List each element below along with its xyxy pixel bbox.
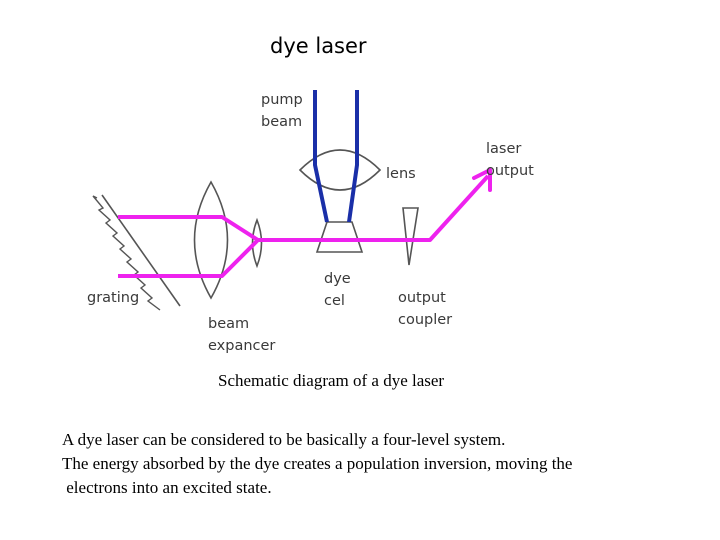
lens-label: lens [386,166,416,182]
beam-expander-label-1: beam [208,316,249,332]
focusing-lens [298,149,382,191]
pump-beam-label-1: pump [261,92,303,108]
grating [92,194,181,311]
output-coupler-label-1: output [398,290,446,306]
laser-output-label-2: output [486,163,534,179]
pump-beam-right [347,90,359,223]
expander-large-lens [193,180,229,300]
body-line-1: A dye laser can be considered to be basi… [62,430,506,449]
grating-label: grating [87,290,139,306]
dye-cell-label-1: dye [324,271,351,287]
pump-beam [313,90,359,223]
body-line-3: electrons into an excited state. [62,478,272,497]
dye-laser-diagram: pump beam laser output lens grating dye … [87,90,534,354]
page-title: dye laser [270,34,367,58]
output-coupler-label-2: coupler [398,312,452,328]
body-line-2: The energy absorbed by the dye creates a… [62,454,573,473]
beam-expander [193,180,263,300]
laser-beam-lower [118,238,260,278]
beam-expander-label-2: expancer [208,338,275,354]
grating-back-line [101,194,181,307]
pump-beam-left [313,90,329,223]
laser-beam [118,168,492,278]
laser-beam-path [118,174,490,242]
laser-output-label-1: laser [486,141,521,157]
body-paragraph: A dye laser can be considered to be basi… [62,428,712,500]
dye-cell [315,221,364,253]
expander-small-lens [251,217,263,269]
output-coupler [402,207,419,266]
pump-beam-label-2: beam [261,114,302,130]
dye-cell-label-2: cel [324,293,345,309]
grating-teeth [92,195,161,311]
figure-caption: Schematic diagram of a dye laser [218,371,445,390]
laser-output-arrowhead [472,168,492,192]
